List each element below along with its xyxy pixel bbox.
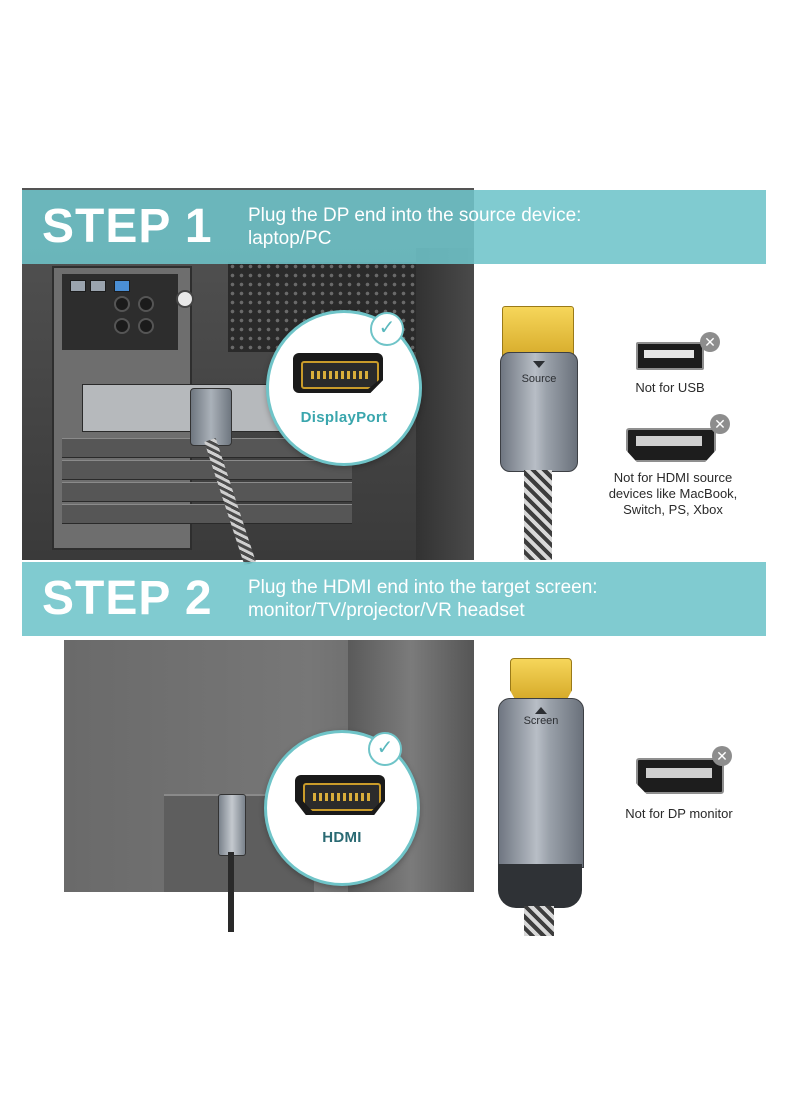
monitor-image [64,640,474,892]
step1-description-line2: laptop/PC [248,228,332,249]
step2-description-line2: monitor/TV/projector/VR headset [248,600,525,621]
strain-relief [498,864,582,908]
hdmi-plug-inserted [218,794,246,856]
not-for-hdmi-text: Not for HDMI source devices like MacBook… [608,470,738,517]
io-panel [62,274,178,350]
displayport-port-icon [636,758,724,794]
usb-port [70,280,86,292]
close-icon: ✕ [700,332,720,352]
usb-port [114,280,130,292]
arrow-up-icon [535,707,547,714]
checkmark-icon: ✓ [368,732,402,766]
expansion-slot [62,460,352,480]
braided-cable [524,470,552,560]
usb-port [90,280,106,292]
source-label: Source [521,373,557,385]
cable [228,852,234,932]
displayport-zoom-circle: DisplayPort [266,310,422,466]
audio-jack [138,318,154,334]
step1-banner: STEP 1 Plug the DP end into the source d… [22,190,766,264]
step1-title: STEP 1 [42,200,213,253]
dp-plug-inserted [190,388,232,446]
expansion-slot [62,482,352,502]
step2-description: Plug the HDMI end into the target screen… [248,576,598,622]
displayport-port-icon [293,353,383,393]
braided-cable [524,906,554,936]
arrow-down-icon [533,361,545,368]
step2-title: STEP 2 [42,572,213,625]
hdmi-connector-tip [510,658,572,704]
step2-banner: STEP 2 Plug the HDMI end into the target… [22,562,766,636]
screen-label: Screen [523,715,559,727]
hdmi-connector-body: Screen [498,698,584,868]
hdmi-port-icon [626,428,716,462]
close-icon: ✕ [710,414,730,434]
hdmi-label: HDMI [322,829,362,846]
audio-jack [138,296,154,312]
close-icon: ✕ [712,746,732,766]
step1-description-line1: Plug the DP end into the source device: [248,205,582,226]
checkmark-icon: ✓ [370,312,404,346]
usb-port-icon [636,342,704,370]
audio-jack [114,296,130,312]
not-for-dp-monitor-text: Not for DP monitor [625,806,733,821]
step1-description: Plug the DP end into the source device: … [248,204,581,250]
expansion-slot [62,504,352,524]
thumb-screw [176,290,194,308]
case-side-panel [416,248,474,560]
displayport-label: DisplayPort [300,409,388,426]
dp-connector-body: Source [500,352,578,472]
step2-description-line1: Plug the HDMI end into the target screen… [248,577,598,598]
hdmi-port-icon [295,775,385,815]
not-for-usb-text: Not for USB [635,380,705,395]
audio-jack [114,318,130,334]
